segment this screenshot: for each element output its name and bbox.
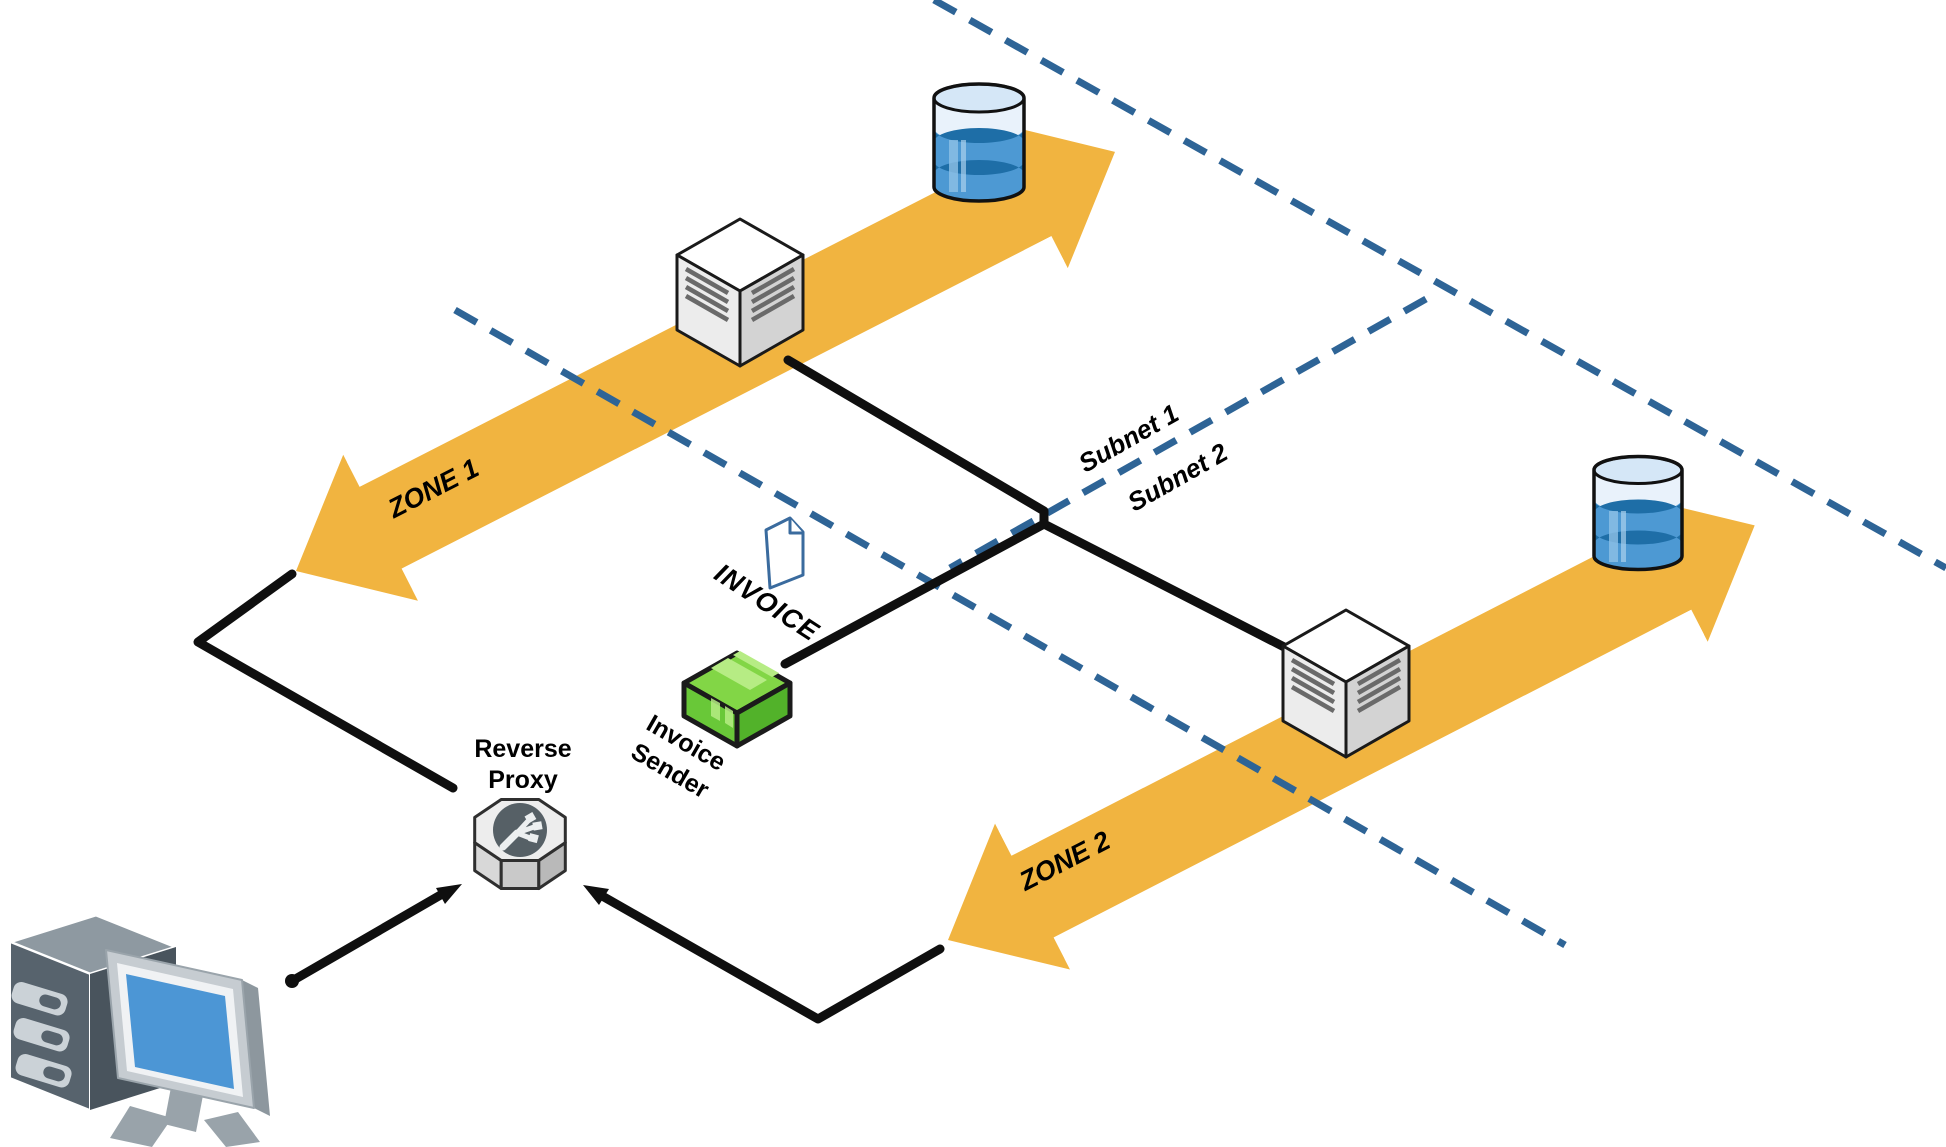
database-icon-zone2 bbox=[1592, 454, 1684, 572]
server-vents bbox=[684, 267, 796, 322]
connector-junction-invoice-sender bbox=[780, 519, 1049, 669]
invoice-label: INVOICE bbox=[709, 558, 824, 647]
connector-client-to-proxy bbox=[287, 888, 449, 986]
tower-drive-bays bbox=[11, 981, 72, 1088]
monitor-edge bbox=[242, 980, 270, 1116]
proxy-splitter-glyph bbox=[499, 812, 543, 851]
server-vents bbox=[1290, 658, 1402, 713]
zone1-arrow-notch-left bbox=[346, 461, 388, 487]
monitor-stand bbox=[110, 1082, 260, 1147]
subnet-boundary-left-line bbox=[453, 306, 1567, 949]
zone1-arrow-notch-right bbox=[1023, 236, 1065, 262]
subnet-boundary-outer-line bbox=[932, 0, 1946, 572]
arrowhead-to-proxy-from-client bbox=[436, 884, 462, 904]
monitor-screen bbox=[126, 974, 234, 1089]
invoice-sender-icon bbox=[681, 650, 793, 749]
reverse-proxy-label-line2: Proxy bbox=[488, 766, 558, 794]
connector-zone1-to-proxy bbox=[193, 569, 458, 793]
subnet-boundary-divider-line bbox=[948, 295, 1428, 572]
reverse-proxy-label-line1: Reverse bbox=[474, 735, 571, 763]
zone2-arrow-tab-left bbox=[1025, 937, 1065, 959]
reverse-proxy-label: Reverse Proxy bbox=[474, 735, 571, 794]
zone2-arrow-notch-left bbox=[998, 830, 1040, 856]
database-icon-zone1 bbox=[932, 82, 1026, 203]
server-icon-zone2 bbox=[1281, 608, 1411, 759]
connector-server1-junction-server2 bbox=[783, 355, 1295, 655]
connector-proxy-to-zone2 bbox=[599, 892, 945, 1024]
reverse-proxy-icon bbox=[473, 798, 567, 890]
arrowhead-to-proxy-from-zone2 bbox=[583, 885, 609, 905]
server-icon-zone1 bbox=[675, 217, 805, 368]
client-connector-dot bbox=[285, 974, 299, 988]
zone1-arrow-band bbox=[296, 122, 1115, 601]
invoice-document-icon bbox=[764, 516, 805, 590]
zone2-arrow-notch-right bbox=[1663, 609, 1705, 635]
zone1-arrow-tab-left bbox=[373, 568, 413, 591]
client-workstation-icon bbox=[8, 913, 270, 1147]
